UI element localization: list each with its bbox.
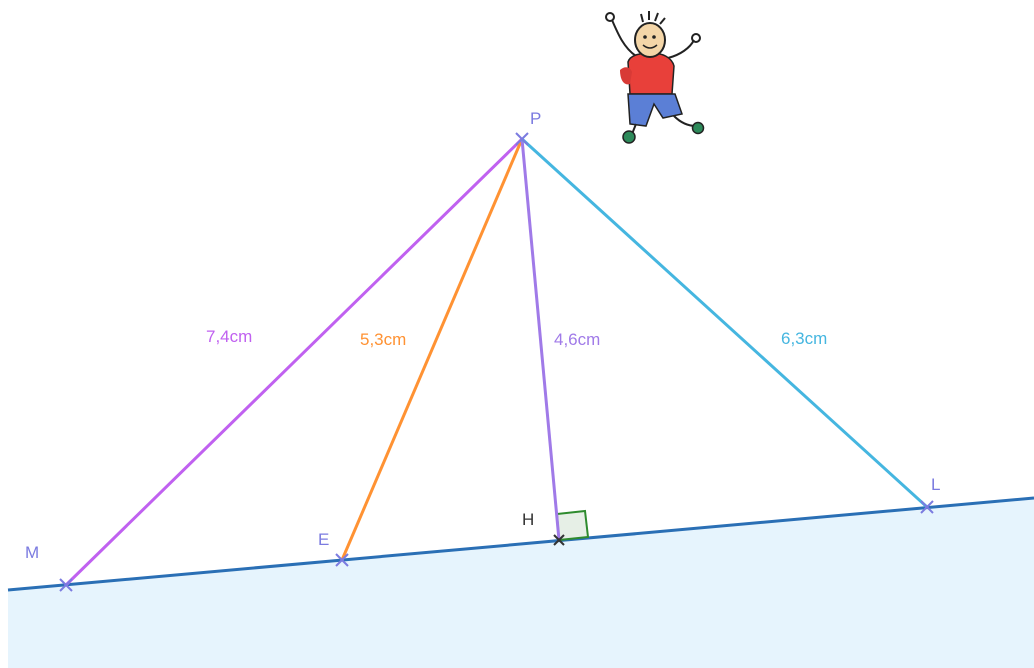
point-E-marker	[335, 553, 349, 567]
point-P-label: P	[530, 109, 541, 128]
point-M-label: M	[25, 543, 39, 562]
length-label-PM: 7,4cm	[206, 327, 252, 346]
ground-region	[8, 498, 1034, 668]
length-label-PH: 4,6cm	[554, 330, 600, 349]
point-L-marker	[920, 500, 934, 514]
ground-line	[7, 496, 1034, 592]
segment-PH	[520, 138, 561, 541]
segment-PM	[64, 137, 524, 587]
segment-PL	[520, 137, 929, 509]
length-label-PE: 5,3cm	[360, 330, 406, 349]
jumping-kid-drawing	[605, 11, 705, 144]
segment-PE	[340, 138, 524, 561]
point-E-label: E	[318, 530, 329, 549]
point-H-label: H	[522, 510, 534, 529]
point-M-marker	[59, 578, 73, 592]
right-angle-marker	[555, 509, 590, 542]
point-L-label: L	[931, 475, 940, 494]
point-P-marker	[515, 132, 529, 146]
point-H-marker	[553, 534, 565, 546]
length-label-PL: 6,3cm	[781, 329, 827, 348]
